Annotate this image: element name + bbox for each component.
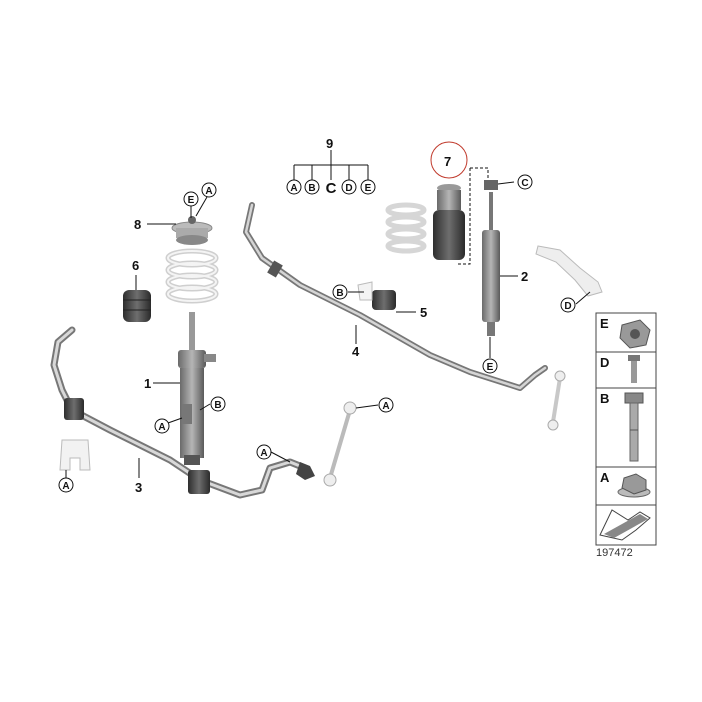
highlight-circle — [430, 141, 468, 179]
badge-a-mount: A — [58, 477, 74, 493]
rear-coil-spring — [385, 202, 427, 254]
badge-a-droplink: A — [378, 397, 394, 413]
hardware-legend: E D B A — [595, 312, 657, 546]
front-top-mount — [171, 216, 213, 245]
nut-icon — [619, 319, 651, 349]
rubber-mount-shell — [59, 439, 91, 471]
badge-b-bushing: B — [332, 284, 348, 300]
svg-text:A: A — [382, 401, 389, 412]
group9-badge-a: A — [286, 179, 302, 195]
badge-d-arm: D — [560, 297, 576, 313]
callout-7: 7 — [444, 154, 451, 169]
svg-text:A: A — [205, 186, 212, 197]
group9-badge-b: B — [304, 179, 320, 195]
direction-arrow-icon — [599, 509, 651, 541]
svg-text:B: B — [308, 183, 315, 194]
group9-badge-e: E — [360, 179, 376, 195]
svg-text:A: A — [290, 183, 297, 194]
group9-badge-d: D — [341, 179, 357, 195]
svg-text:D: D — [564, 301, 571, 312]
callout-4: 4 — [352, 344, 360, 359]
group9-c: C — [326, 180, 337, 197]
callout-3: 3 — [135, 480, 142, 495]
callout-5: 5 — [420, 305, 427, 320]
group-7-bracket — [456, 167, 489, 265]
legend-cell-d: D — [600, 355, 640, 383]
badge-e-shock: E — [482, 358, 498, 374]
screw-icon — [628, 355, 640, 383]
front-drop-link — [323, 401, 357, 487]
bolt-icon — [624, 392, 644, 462]
bump-stop — [123, 290, 151, 322]
svg-text:D: D — [600, 355, 609, 370]
rear-control-arm — [535, 245, 603, 297]
svg-text:A: A — [158, 422, 165, 433]
svg-text:B: B — [214, 400, 221, 411]
rear-bar-bushing — [357, 281, 396, 310]
callout-1: 1 — [144, 376, 151, 391]
svg-text:A: A — [600, 470, 610, 485]
svg-text:E: E — [365, 183, 372, 194]
callout-8: 8 — [134, 217, 141, 232]
legend-cell-b: B — [600, 391, 644, 462]
svg-text:A: A — [260, 448, 267, 459]
legend-cell-e: E — [600, 316, 651, 349]
callout-numbers: 1 2 3 4 5 6 7 8 9 — [132, 136, 528, 495]
badge-e-topmount: E — [183, 191, 199, 207]
callout-9: 9 — [326, 136, 333, 151]
badge-a-frontbar: A — [256, 444, 272, 460]
badge-a-strut: A — [154, 418, 170, 434]
badge-a-topmount: A — [201, 182, 217, 198]
group-9-tree — [293, 150, 369, 180]
legend-cell-a: A — [600, 470, 651, 498]
letter-badges: E A A B A A A B E C D A B C D E — [58, 174, 576, 493]
front-strut — [178, 312, 216, 465]
rear-shock-absorber — [482, 180, 500, 336]
flange-nut-icon — [617, 473, 651, 498]
svg-text:E: E — [487, 362, 494, 373]
front-stabilizer-bar — [50, 326, 315, 499]
svg-text:B: B — [336, 288, 343, 299]
rear-stabilizer-bar — [243, 202, 548, 391]
svg-text:C: C — [326, 180, 337, 197]
svg-text:A: A — [62, 481, 69, 492]
callout-6: 6 — [132, 258, 139, 273]
callout-2: 2 — [521, 269, 528, 284]
dust-boot — [433, 184, 465, 260]
badge-b-strut: B — [210, 396, 226, 412]
svg-text:D: D — [345, 183, 352, 194]
svg-text:C: C — [521, 178, 528, 189]
badge-c-shock: C — [517, 174, 533, 190]
leader-lines — [65, 181, 591, 478]
svg-text:E: E — [600, 316, 609, 331]
rear-drop-link — [547, 370, 566, 431]
reference-number: 197472 — [596, 547, 633, 559]
svg-text:E: E — [188, 195, 195, 206]
svg-text:B: B — [600, 391, 609, 406]
